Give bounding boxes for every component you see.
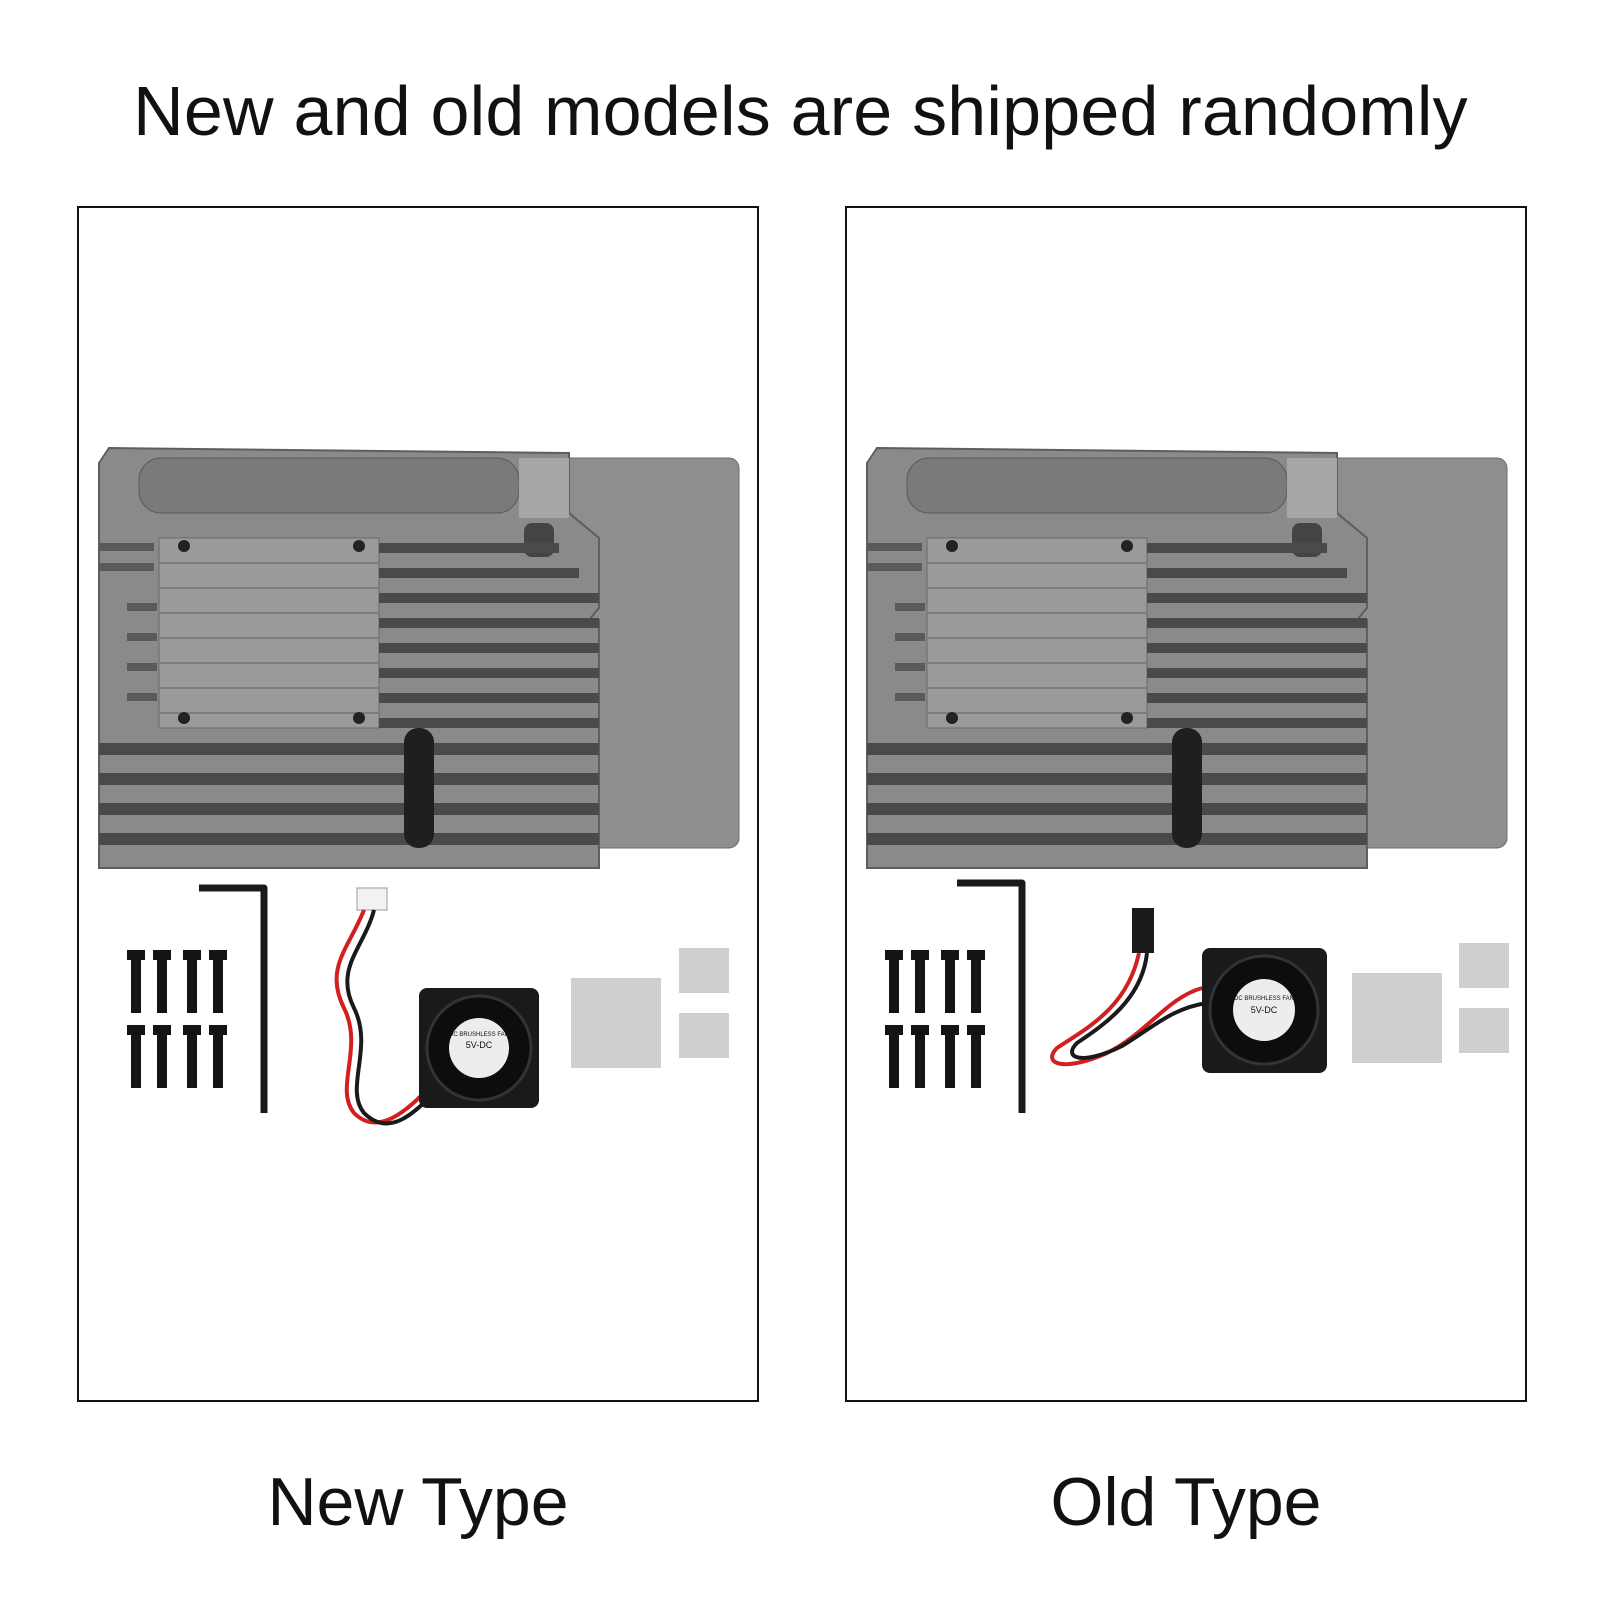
fan-brand-new: DC BRUSHLESS FAN — [449, 1032, 509, 1038]
panel-new-type: 5V-DC DC BRUSHLESS FAN — [77, 206, 759, 1402]
product-illustration-new: 5V-DC DC BRUSHLESS FAN — [98, 446, 740, 1126]
caption-new-type: New Type — [267, 1464, 569, 1540]
fan-label-new: 5V-DC — [466, 1040, 493, 1050]
panel-old-type: 5V-DC DC BRUSHLESS FAN — [845, 206, 1527, 1402]
fan-brand-old: DC BRUSHLESS FAN — [1234, 996, 1294, 1002]
product-illustration-old: 5V-DC DC BRUSHLESS FAN — [866, 446, 1509, 1113]
caption-old-type: Old Type — [1050, 1464, 1322, 1540]
fan-label-old: 5V-DC — [1251, 1005, 1278, 1015]
headline: New and old models are shipped randomly — [133, 72, 1468, 150]
